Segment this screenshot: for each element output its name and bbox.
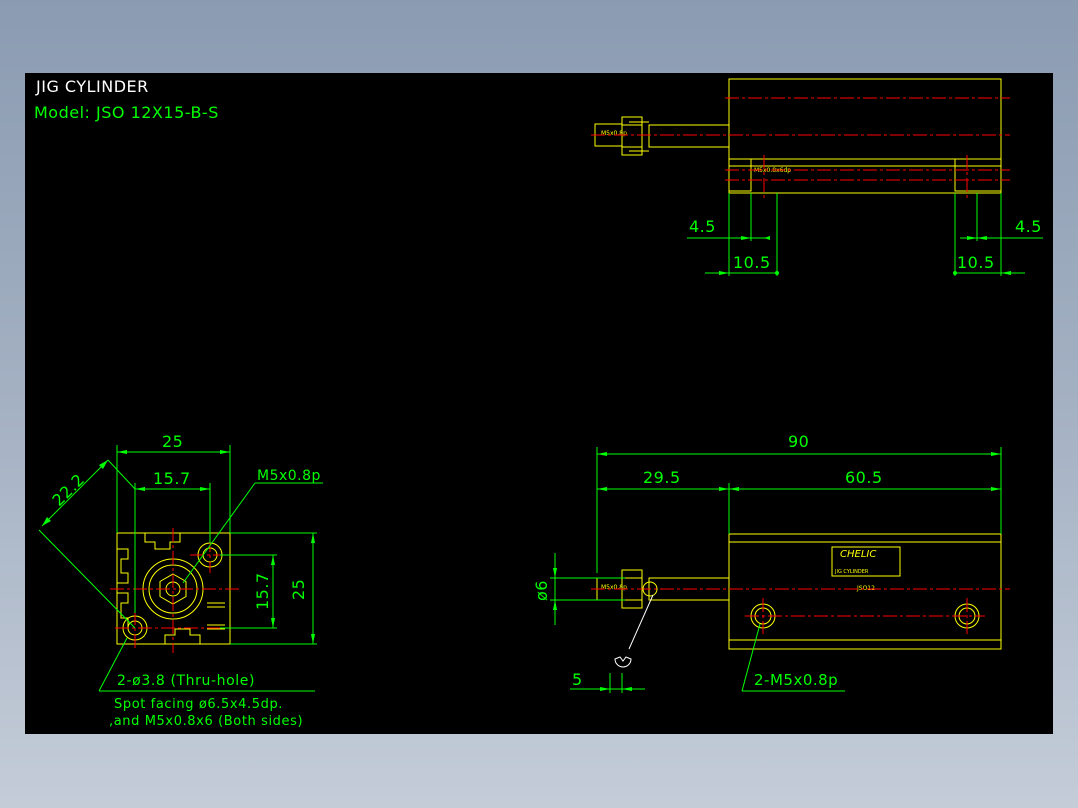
top-view: M5x0.8p M5x0.8x6dp 4.5 10.5 4.5 10.5 bbox=[591, 78, 1043, 276]
end-dim-diagonal: 22.2 bbox=[48, 470, 88, 510]
end-dim-height: 25 bbox=[289, 579, 308, 600]
end-spot-note-1: Spot facing ø6.5x4.5dp. bbox=[114, 697, 283, 712]
side-view-rod-label: M5x0.8p bbox=[601, 584, 627, 591]
side-view-nameplate bbox=[831, 546, 901, 577]
end-rod-thread-label: M5x0.8p bbox=[257, 468, 321, 484]
end-view: 25 15.7 22.2 15.7 25 M5x0.8p bbox=[38, 432, 323, 729]
model-label: Model: JSO 12X15-B-S bbox=[34, 103, 219, 122]
top-view-rod-port-label: M5x0.8p bbox=[601, 130, 627, 137]
side-dim-body: 60.5 bbox=[845, 468, 883, 487]
top-dim-right-small: 4.5 bbox=[1015, 217, 1042, 236]
end-hole-note: 2-ø3.8 (Thru-hole) bbox=[117, 673, 255, 689]
top-dim-left-large: 10.5 bbox=[733, 253, 771, 272]
end-dim-hole-pitch: 15.7 bbox=[153, 469, 191, 488]
top-dim-right-large: 10.5 bbox=[957, 253, 995, 272]
top-dim-left-small: 4.5 bbox=[689, 217, 716, 236]
side-view-label-line: JIG CYLINDER bbox=[834, 569, 869, 575]
side-dim-flat: 5 bbox=[572, 670, 583, 689]
top-view-boss-left bbox=[728, 158, 752, 192]
end-dim-width: 25 bbox=[162, 432, 183, 451]
side-dim-total: 90 bbox=[788, 432, 809, 451]
drawing-title: JIG CYLINDER bbox=[35, 77, 149, 96]
side-dim-rod-end: 29.5 bbox=[643, 468, 681, 487]
side-view-model: JSO12 bbox=[856, 585, 875, 592]
side-view: M5x0.8p CHELIC JIG CYLINDER JSO12 90 bbox=[532, 432, 1010, 693]
side-view-brand: CHELIC bbox=[840, 549, 876, 560]
top-view-rod bbox=[648, 124, 730, 148]
side-dim-rod-dia: ø6 bbox=[532, 580, 551, 601]
top-view-boss-right bbox=[954, 158, 1002, 192]
side-port-note: 2-M5x0.8p bbox=[754, 671, 838, 689]
cad-drawing: JIG CYLINDER Model: JSO 12X15-B-S M5x0.8… bbox=[34, 77, 1043, 729]
top-view-body bbox=[728, 78, 1002, 194]
cad-viewport[interactable]: JIG CYLINDER Model: JSO 12X15-B-S M5x0.8… bbox=[25, 73, 1053, 734]
end-dim-vertical-pitch: 15.7 bbox=[253, 572, 272, 610]
end-spot-note-2: ,and M5x0.8x6 (Both sides) bbox=[109, 714, 303, 729]
